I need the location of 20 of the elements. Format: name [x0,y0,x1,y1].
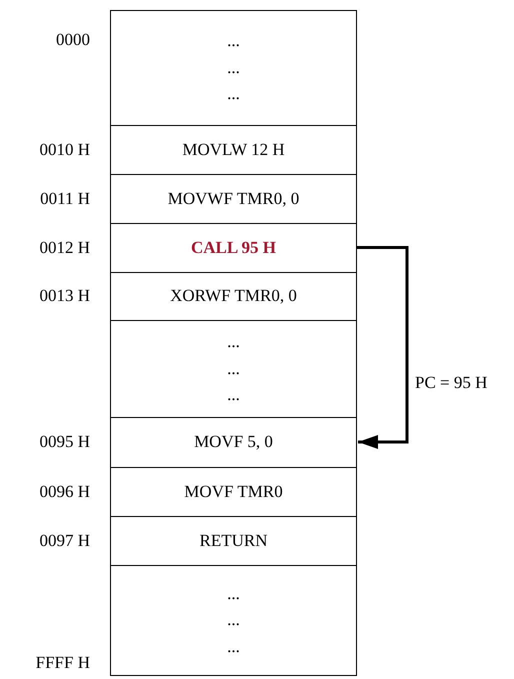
address-label: 0013 H [38,286,90,306]
address-label: 0096 H [38,482,90,502]
arrow [357,246,408,449]
address-label: 0012 H [38,238,90,258]
instruction-text: MOVWF TMR0, 0 [168,188,300,210]
address-label: FFFF H [34,653,90,673]
instruction-text: MOVF 5, 0 [194,431,273,454]
instruction-text: MOVF TMR0 [184,480,283,503]
address-label: 0097 H [38,530,90,550]
address-label: 0010 H [38,140,90,160]
instruction-text: CALL 95 H [190,236,276,259]
ellipsis-text: ... ... ... [226,30,241,106]
address-label: 0095 H [38,432,90,452]
address-label: 0011 H [39,188,90,208]
ellipsis-text: ... ... ... [226,582,241,658]
instruction-text: XORWF TMR0, 0 [170,285,297,308]
address-label: 0000 [55,30,90,50]
instruction-text: MOVLW 12 H [182,138,285,161]
ellipsis-text: ... ... ... [226,331,241,406]
instruction-text: RETURN [200,530,268,552]
